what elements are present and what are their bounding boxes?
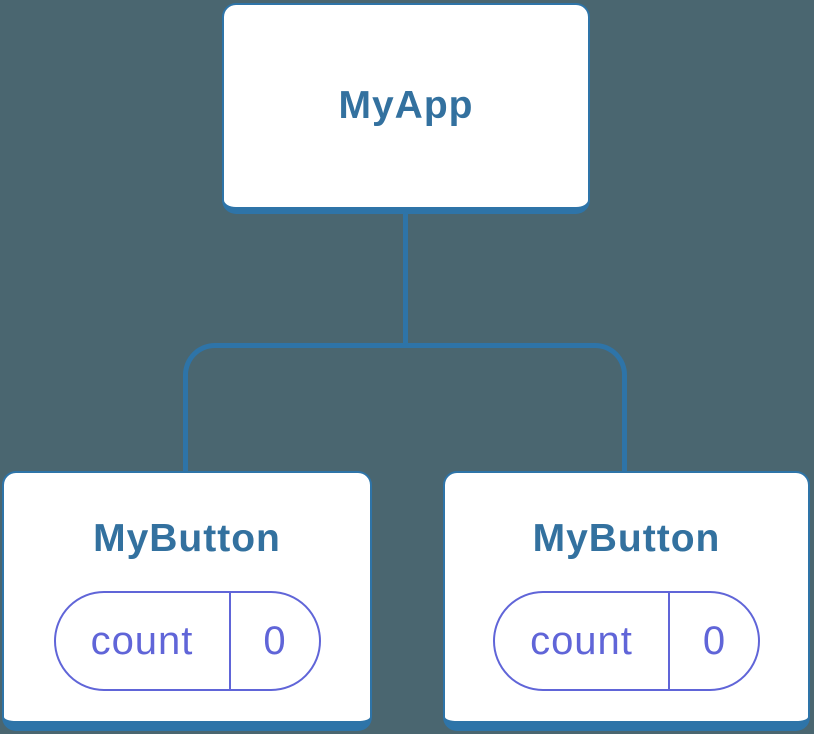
child-node-title: MyButton xyxy=(93,517,281,560)
child-node-title: MyButton xyxy=(532,517,721,560)
connector-branch xyxy=(183,343,627,475)
tree-node-child-right: MyButton count 0 xyxy=(443,471,810,731)
root-node-title: MyApp xyxy=(338,84,474,127)
state-key-label: count xyxy=(90,618,194,663)
connector-stem xyxy=(403,208,408,347)
state-value-label: 0 xyxy=(668,593,758,689)
state-key-label: count xyxy=(530,618,633,663)
state-value-label: 0 xyxy=(228,593,319,689)
state-pill: count 0 xyxy=(493,591,760,691)
tree-node-child-left: MyButton count 0 xyxy=(2,471,372,731)
state-pill: count 0 xyxy=(53,591,321,691)
tree-node-root: MyApp xyxy=(222,3,590,214)
